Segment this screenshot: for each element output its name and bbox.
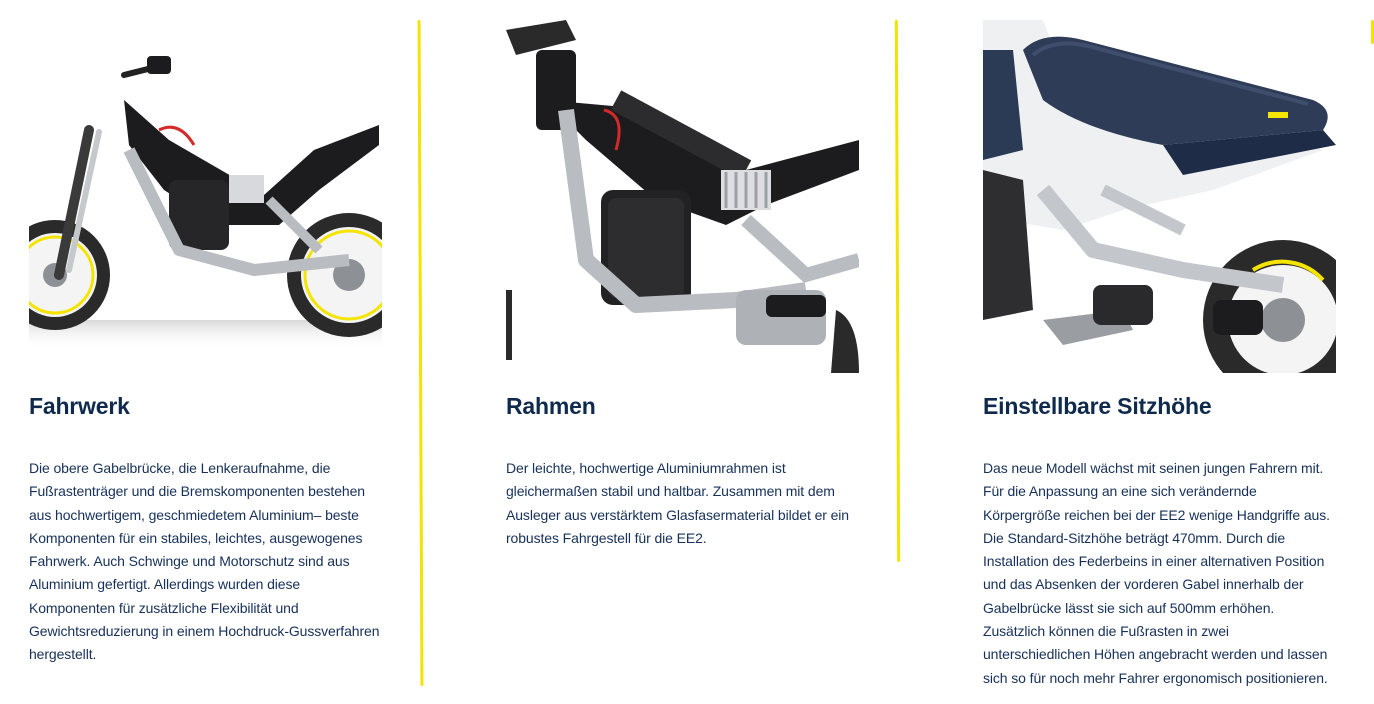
feature-title: Einstellbare Sitzhöhe <box>983 393 1212 419</box>
feature-card-einstellbare-sitzhoehe: Einstellbare Sitzhöhe Das neue Modell wä… <box>983 20 1336 686</box>
feature-description: Die obere Gabelbrücke, die Lenkeraufnahm… <box>29 460 380 663</box>
feature-title: Fahrwerk <box>29 393 130 419</box>
feature-description: Der leichte, hochwertige Aluminiumrahmen… <box>506 460 849 546</box>
full-bike-chassis-image <box>29 20 382 373</box>
feature-card-rahmen: Rahmen Der leichte, hochwertige Aluminiu… <box>506 20 859 546</box>
feature-card-fahrwerk: Fahrwerk Die obere Gabelbrücke, die Lenk… <box>29 20 382 662</box>
column-divider <box>1371 20 1374 44</box>
column-divider <box>894 19 901 563</box>
column-divider <box>417 19 424 687</box>
frame-closeup-image <box>506 20 859 373</box>
feature-title: Rahmen <box>506 393 596 419</box>
seat-closeup-image <box>983 20 1336 373</box>
feature-description: Das neue Modell wächst mit seinen jungen… <box>983 460 1330 686</box>
